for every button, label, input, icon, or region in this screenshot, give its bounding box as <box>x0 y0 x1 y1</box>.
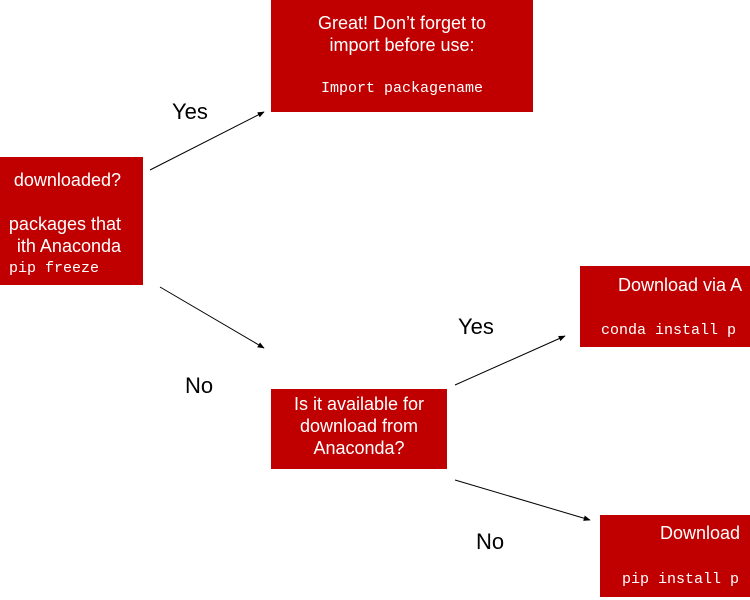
great-line-2: import before use: <box>329 35 475 55</box>
label-yes-right: Yes <box>458 314 494 339</box>
downloaded-line-1: downloaded? <box>13 170 121 190</box>
available-line-1: Is it available for <box>293 394 425 414</box>
box-available-anaconda: Is it available for download from Anacon… <box>271 389 447 469</box>
available-line-2: download from <box>299 416 419 436</box>
label-yes-top: Yes <box>172 99 208 124</box>
conda-code: conda install p <box>601 322 737 339</box>
great-line-1: Great! Don’t forget to <box>317 13 487 33</box>
box-download-conda: Download via A conda install p <box>580 266 750 347</box>
downloaded-code: pip freeze <box>8 260 99 277</box>
box-already-downloaded: downloaded? packages that ith Anaconda p… <box>0 157 143 285</box>
label-no-left: No <box>185 373 214 398</box>
downloaded-line-2: packages that <box>8 214 121 234</box>
available-line-3: Anaconda? <box>313 438 405 458</box>
pip-line-1: Download <box>660 523 741 543</box>
arrow-available-to-pip <box>454 479 591 521</box>
box-great-import: Great! Don’t forget to import before use… <box>271 0 533 112</box>
downloaded-line-3: ith Anaconda <box>16 236 121 256</box>
label-no-bottom: No <box>476 529 505 554</box>
great-code: Import packagename <box>320 80 484 97</box>
arrow-downloaded-to-great <box>149 111 265 171</box>
conda-line-1: Download via A <box>618 275 743 295</box>
arrow-downloaded-to-available <box>159 286 265 349</box>
box-download-pip: Download pip install p <box>600 515 750 597</box>
pip-code: pip install p <box>622 571 740 588</box>
arrow-available-to-conda <box>454 335 566 386</box>
